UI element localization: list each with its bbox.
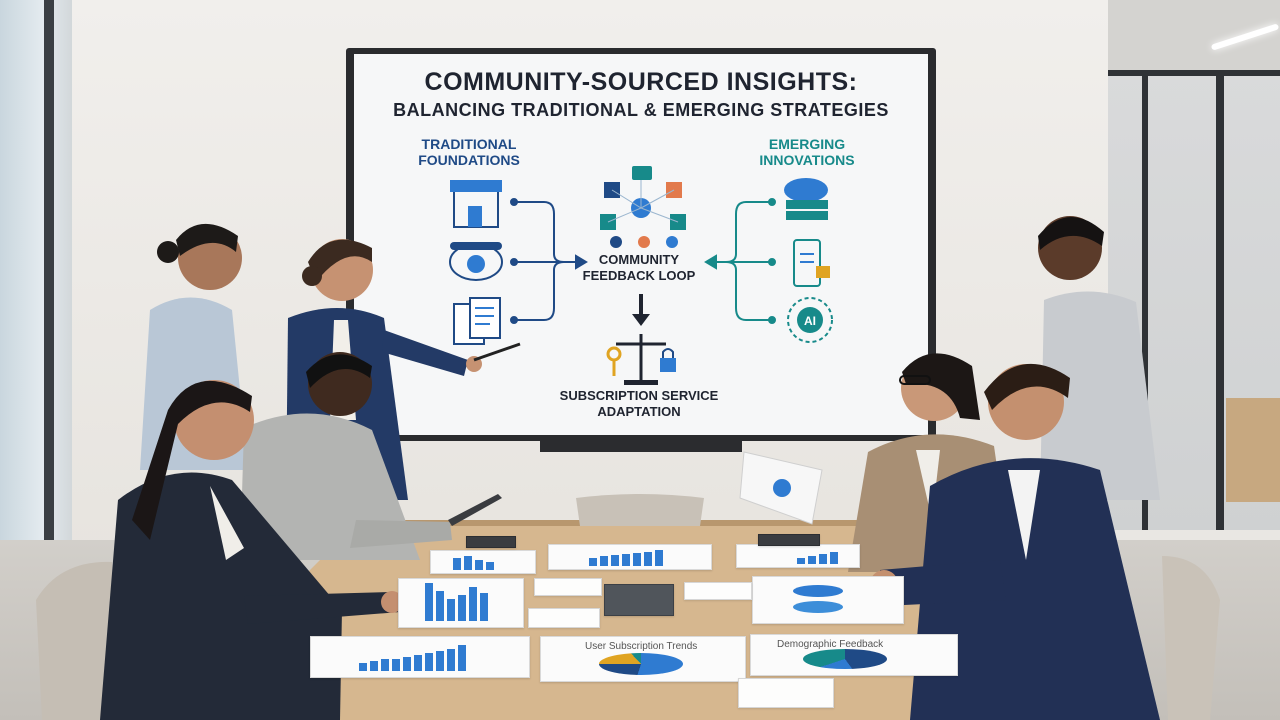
left-window — [0, 0, 72, 620]
chart-paper — [430, 550, 536, 574]
glass-frame — [1216, 70, 1224, 530]
window-frame — [44, 0, 54, 610]
down-arrow — [632, 294, 650, 326]
sticky-note — [684, 582, 752, 600]
chair — [576, 494, 704, 526]
pie-chart — [599, 653, 683, 675]
left-connector-arrows — [510, 198, 588, 324]
chart-paper — [752, 576, 904, 624]
glass-frame — [1108, 70, 1280, 76]
cloud-server-icon — [784, 178, 828, 220]
storefront-icon — [450, 180, 502, 228]
subscription-trends-paper: User Subscription Trends — [540, 636, 746, 682]
feedback-loop-label: COMMUNITY FEEDBACK LOOP — [582, 252, 696, 283]
slide-title: COMMUNITY-SOURCED INSIGHTS: — [424, 68, 858, 96]
telephone-icon — [449, 242, 503, 281]
seated-man-hoodie — [240, 352, 502, 560]
tablet — [758, 534, 820, 546]
chair — [1162, 556, 1220, 720]
chart-paper — [548, 544, 712, 570]
scale-key-lock-icon — [606, 334, 676, 385]
documents-icon — [453, 297, 501, 345]
tablet — [466, 536, 516, 548]
chart-paper — [398, 578, 524, 628]
chair — [36, 561, 116, 720]
right-connector-arrows — [704, 198, 776, 324]
tablet — [604, 584, 674, 616]
screen-mount — [540, 440, 742, 452]
traditional-heading: TRADITIONAL FOUNDATIONS — [418, 136, 520, 168]
glass-frame — [1142, 70, 1148, 530]
sticky-note — [528, 608, 600, 628]
background-desk — [1226, 398, 1280, 502]
paper-caption: Demographic Feedback — [777, 639, 884, 650]
chart-paper — [736, 544, 860, 568]
standing-man-right — [1038, 216, 1160, 500]
slide-diagram: AI — [449, 166, 833, 385]
pie-chart — [803, 649, 887, 669]
people-network-icon — [600, 166, 686, 248]
sticky-note — [534, 578, 602, 596]
ai-network-icon: AI — [787, 297, 833, 343]
subscription-label: SUBSCRIPTION SERVICE ADAPTATION — [559, 388, 719, 419]
demographic-feedback-paper: Demographic Feedback — [750, 634, 958, 676]
slide-subtitle: BALANCING TRADITIONAL & EMERGING STRATEG… — [393, 100, 889, 120]
seated-man-suit — [870, 363, 1160, 720]
ai-badge-text: AI — [804, 314, 816, 328]
seated-woman-left — [100, 380, 403, 720]
sticky-note — [738, 678, 834, 708]
paper-caption: User Subscription Trends — [585, 641, 698, 652]
bar-chart-paper — [310, 636, 530, 678]
mobile-lock-icon — [793, 239, 830, 287]
emerging-heading: EMERGING INNOVATIONS — [759, 136, 855, 168]
